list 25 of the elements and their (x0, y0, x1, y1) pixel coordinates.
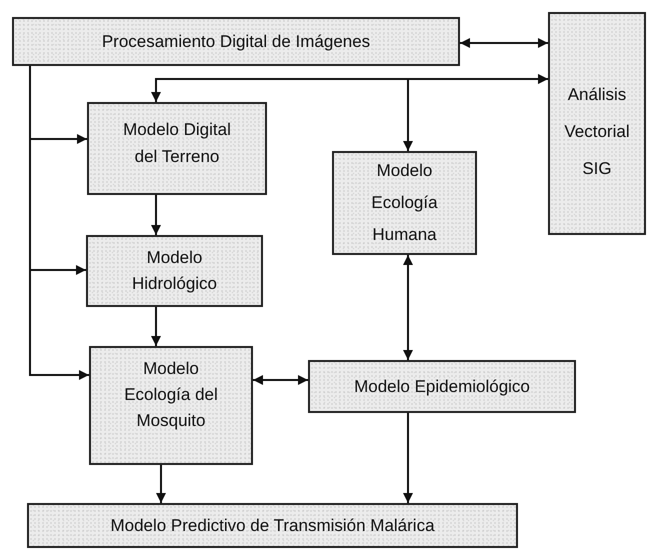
arrow (29, 66, 89, 380)
process-box (12, 17, 460, 66)
node-label: Procesamiento Digital de Imágenes (102, 30, 370, 52)
node-label: Modelo Ecología Humana (370, 160, 439, 246)
arrow (403, 413, 413, 503)
node-label: Modelo Ecología del Mosquito (123, 358, 219, 432)
arrow (156, 465, 166, 503)
process-box (332, 151, 477, 255)
process-box (87, 102, 267, 195)
process-box (89, 346, 253, 465)
process-box (27, 503, 518, 548)
node-label: Modelo Epidemiológico (354, 376, 530, 398)
node-label: Modelo Hidrológico (130, 247, 218, 295)
process-box (548, 12, 646, 235)
arrow (151, 307, 161, 346)
arrow (403, 255, 413, 360)
arrow (460, 38, 548, 48)
process-box (86, 235, 263, 307)
node-label: Modelo Predictivo de Transmisión Malárica (110, 514, 435, 536)
node-label: Análisis Vectorial SIG (563, 84, 631, 180)
process-box (308, 360, 576, 413)
arrow (253, 375, 308, 385)
node-label: Modelo Digital del Terreno (122, 119, 232, 168)
arrow (151, 195, 161, 235)
arrow (403, 74, 548, 151)
